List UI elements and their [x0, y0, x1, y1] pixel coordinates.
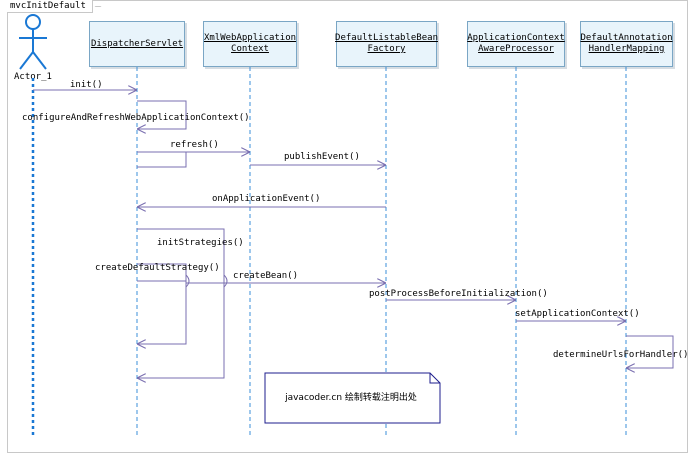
note-text: javacoder.cn 绘制转载注明出处 [285, 393, 417, 403]
msg-determine-urls-label: determineUrlsForHandler() [553, 350, 688, 360]
msg-on-event-label: onApplicationEvent() [212, 194, 320, 204]
msg-init-strategies-label: initStrategies() [157, 238, 244, 248]
msg-init-strategies-arrow [137, 228, 225, 378]
msg-post-process-label: postProcessBeforeInitialization() [369, 289, 548, 299]
lifeline-default-annotation-handler-mapping[interactable]: DefaultAnnotation HandlerMapping [580, 21, 673, 67]
msg-refresh-label: refresh() [170, 140, 219, 150]
msg-init-label: init() [70, 80, 103, 90]
msg-determine-urls-arrow [626, 335, 674, 368]
msg-create-default-arrow [137, 263, 187, 344]
msg-set-context-label: setApplicationContext() [515, 309, 640, 319]
msg-create-default-label: createDefaultStrategy() [95, 263, 220, 273]
lifeline-application-context-aware-processor[interactable]: ApplicationContext AwareProcessor [467, 21, 565, 67]
lifeline-xml-web-application-context[interactable]: XmlWebApplication Context [203, 21, 297, 67]
msg-configure-arrow [137, 100, 187, 129]
actor-label: Actor_1 [14, 72, 52, 82]
actor-icon[interactable] [19, 14, 47, 70]
msg-refresh-return [137, 151, 187, 168]
frame-title: mvcInitDefault [7, 0, 93, 13]
msg-create-bean-label: createBean() [233, 271, 298, 281]
msg-publish-label: publishEvent() [284, 152, 360, 162]
lifeline-default-listable-bean-factory[interactable]: DefaultListableBean Factory [335, 21, 438, 67]
note-box[interactable] [264, 372, 441, 424]
msg-crossing-arc [185, 274, 228, 288]
lifeline-dispatcher-servlet[interactable]: DispatcherServlet [89, 21, 185, 67]
sequence-frame [7, 0, 688, 453]
msg-configure-label: configureAndRefreshWebApplicationContext… [22, 113, 250, 123]
